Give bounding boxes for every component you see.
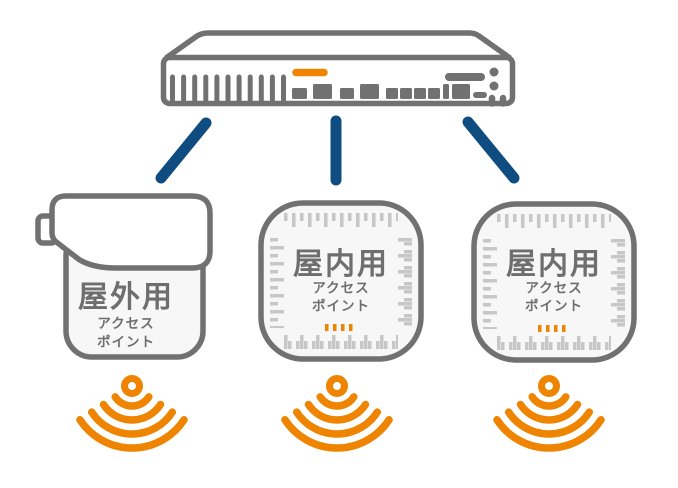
controller-dot-top: [489, 67, 499, 77]
controller-top-face: [164, 30, 512, 61]
link-right: [462, 116, 520, 184]
indoor-ap-right-title: 屋内用: [506, 248, 602, 281]
outdoor-ap-title: 屋外用: [78, 281, 174, 314]
indoor-ap-center-sub1: アクセス: [312, 281, 369, 296]
indoor-access-point-center: 屋内用 アクセス ポイント: [261, 203, 421, 359]
controller-ports: [292, 84, 470, 99]
link-left: [155, 117, 212, 184]
wifi-signal-icon-left: [80, 379, 184, 449]
outdoor-ap-hood: [49, 193, 213, 271]
wireless-controller-illustration: [160, 30, 516, 107]
controller-vents: [170, 74, 286, 103]
indoor-ap-center-sub2: ポイント: [312, 298, 370, 314]
indoor-access-point-right: 屋内用 アクセス ポイント: [474, 204, 634, 360]
indoor-ap-right-sub1: アクセス: [525, 281, 582, 296]
indoor-ap-right-sub2: ポイント: [525, 298, 583, 314]
wifi-signal-icon-right: [497, 379, 601, 449]
controller-antenna-posts: [488, 94, 507, 107]
indoor-ap-center-title: 屋内用: [293, 248, 389, 281]
outdoor-ap-sub1: アクセス: [97, 316, 154, 331]
wifi-signal-icon-center: [285, 379, 389, 449]
controller-dot-bottom: [489, 81, 499, 91]
outdoor-access-point: 屋外用 アクセス ポイント: [35, 193, 213, 360]
outdoor-ap-sub2: ポイント: [97, 334, 155, 350]
